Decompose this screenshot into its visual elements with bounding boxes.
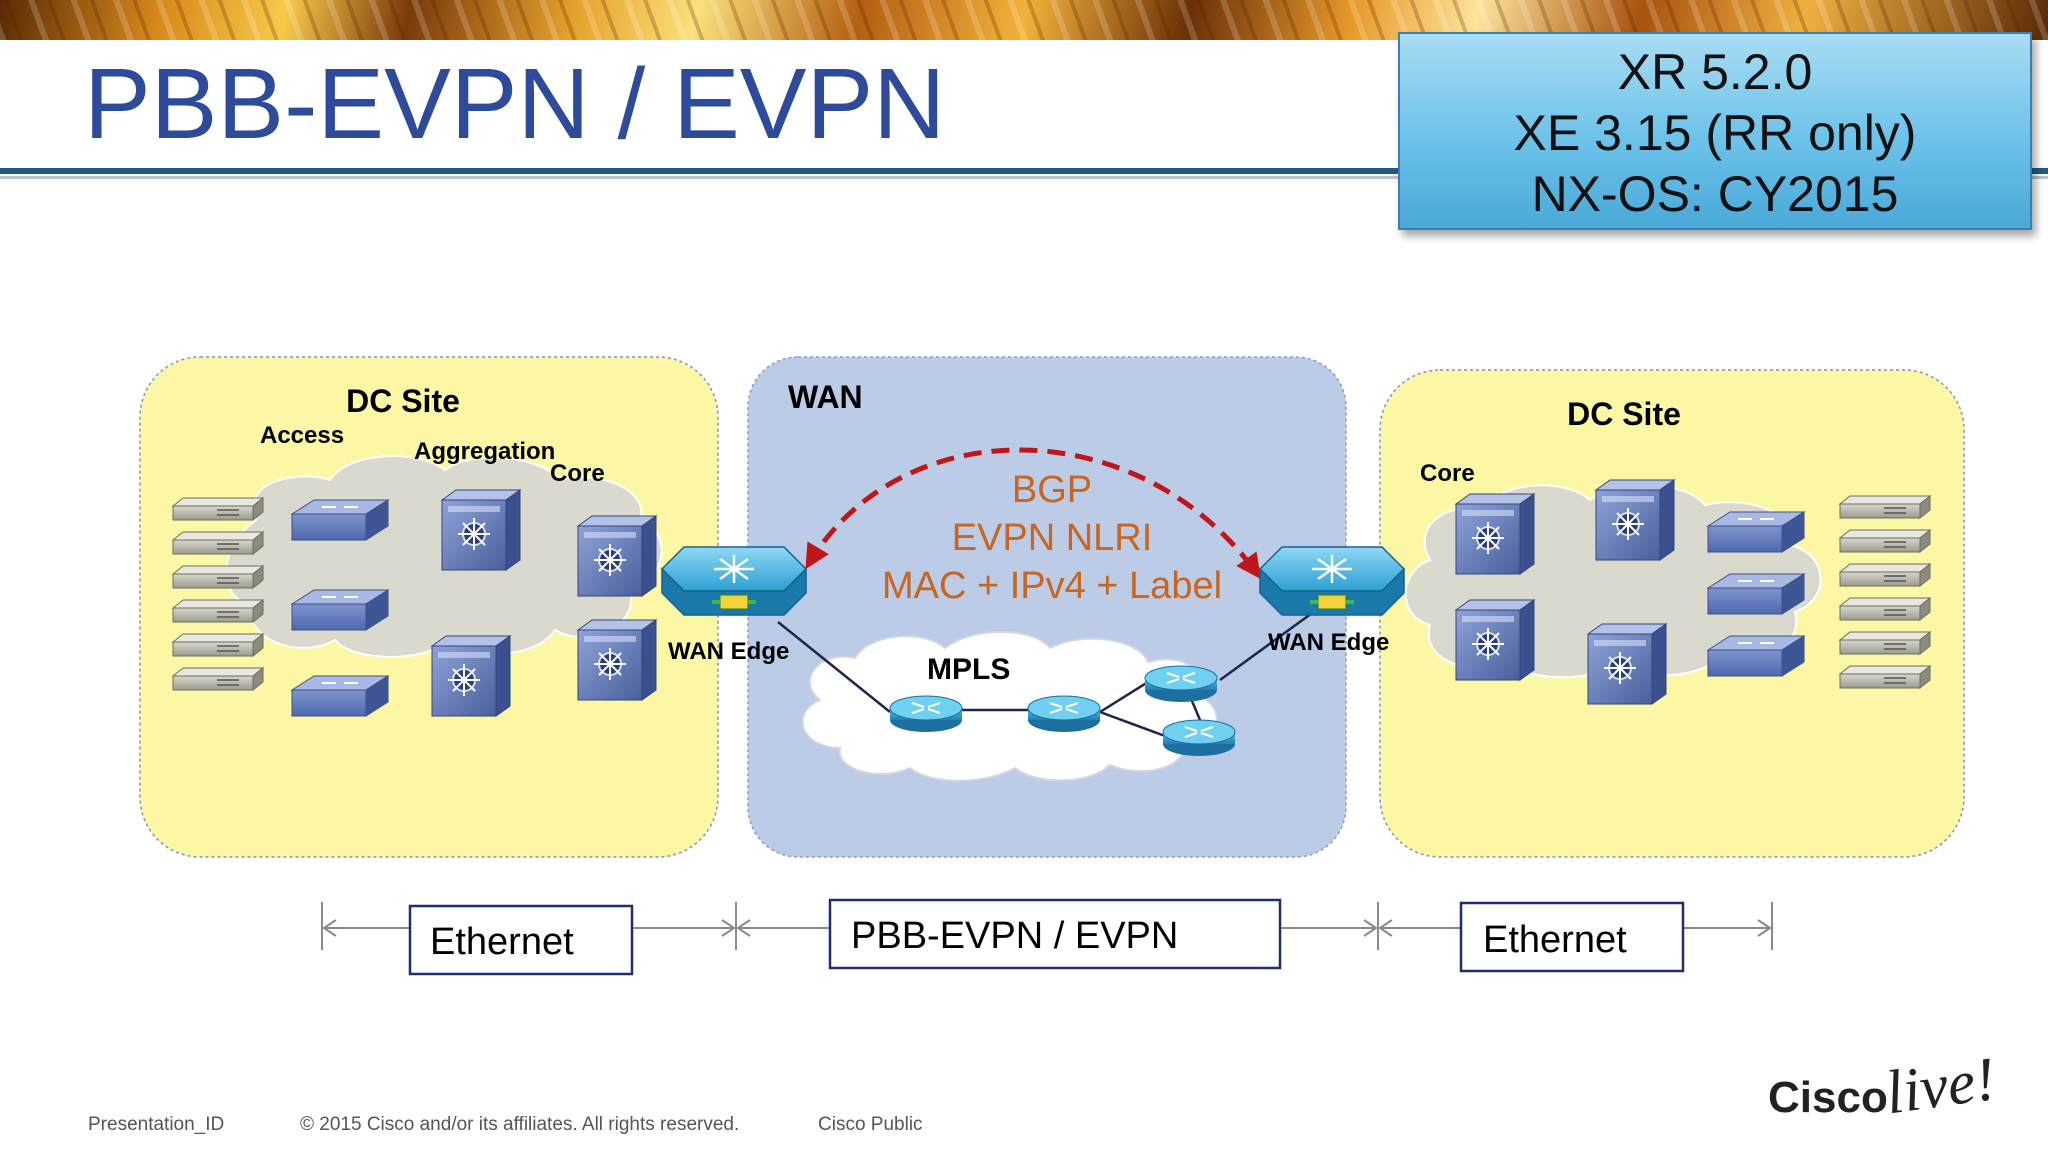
version-line-xr: XR 5.2.0 — [1617, 44, 1813, 100]
decorative-banner — [0, 0, 2048, 40]
middle-span-label: PBB-EVPN / EVPN — [851, 915, 1178, 957]
mpls-router-4 — [1162, 719, 1236, 757]
version-line-xe: XE 3.15 (RR only) — [1513, 105, 1917, 161]
left-wan-edge-label: WAN Edge — [668, 638, 789, 665]
left-access-label: Access — [260, 422, 344, 449]
slide-title: PBB-EVPN / EVPN — [84, 48, 946, 160]
mpls-cloud — [801, 630, 1218, 782]
version-box: XR 5.2.0 XE 3.15 (RR only) NX-OS: CY2015 — [1398, 32, 2032, 230]
right-span-label: Ethernet — [1483, 919, 1627, 961]
left-ethernet-box — [408, 904, 634, 976]
logo-live-text: live! — [1881, 1045, 2000, 1120]
version-line-nxos: NX-OS: CY2015 — [1531, 166, 1899, 222]
left-wan-edge-router — [660, 545, 808, 617]
mpls-label: MPLS — [927, 653, 1010, 686]
right-wan-edge-label: WAN Edge — [1268, 629, 1389, 656]
left-aggregation-label: Aggregation — [414, 438, 555, 465]
footer-copyright: © 2015 Cisco and/or its affiliates. All … — [300, 1114, 740, 1135]
mpls-router-2 — [1027, 695, 1101, 733]
left-core-label: Core — [550, 460, 605, 487]
mpls-router-3 — [1144, 665, 1218, 703]
footer-presentation-id: Presentation_ID — [88, 1114, 225, 1135]
wan-region — [747, 356, 1347, 858]
bgp-session-arrow — [805, 447, 1261, 580]
right-core-label: Core — [1420, 460, 1475, 487]
wan-title: WAN — [788, 379, 863, 415]
bgp-label: BGP — [1012, 469, 1092, 511]
evpn-nlri-label: EVPN NLRI — [952, 517, 1153, 559]
title-underline — [0, 168, 2048, 174]
left-span-label: Ethernet — [430, 921, 574, 963]
right-ethernet-box — [1459, 901, 1685, 973]
right-wan-edge-router — [1258, 545, 1406, 617]
right-site-title: DC Site — [1567, 396, 1681, 432]
left-site-title: DC Site — [346, 383, 460, 419]
title-underline-shadow — [0, 176, 2048, 179]
logo-brand-text: Cisco — [1768, 1073, 1888, 1120]
span-lines — [321, 902, 1773, 950]
mpls-router-1 — [889, 695, 963, 733]
middle-evpn-box — [828, 898, 1282, 970]
nlri-contents-label: MAC + IPv4 + Label — [882, 565, 1222, 607]
cisco-live-logo: Cisco live! — [1768, 1045, 2000, 1120]
footer-classification: Cisco Public — [818, 1114, 923, 1135]
